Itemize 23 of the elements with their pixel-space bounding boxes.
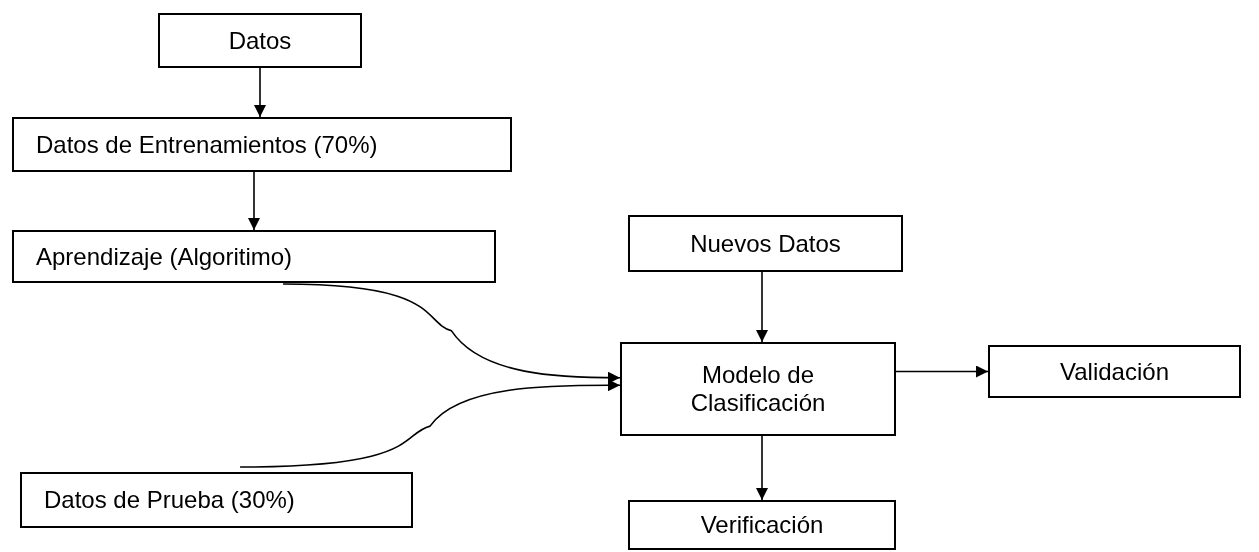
box-label: Verificación bbox=[700, 511, 824, 539]
arrow bbox=[248, 171, 260, 231]
arrow bbox=[254, 67, 266, 118]
box-label: Modelo de Clasificación bbox=[689, 361, 827, 417]
process-box bbox=[158, 13, 362, 68]
process-box bbox=[620, 342, 896, 436]
process-box bbox=[628, 215, 903, 272]
process-box bbox=[12, 117, 512, 172]
arrow bbox=[756, 435, 768, 501]
process-box bbox=[628, 500, 896, 550]
process-box bbox=[20, 472, 413, 528]
box-label: Validación bbox=[1060, 357, 1169, 386]
box-label: Nuevos Datos bbox=[690, 229, 841, 258]
arrow bbox=[239, 379, 621, 468]
box-label: Aprendizaje (Algoritimo) bbox=[36, 242, 293, 271]
arrow bbox=[756, 271, 768, 343]
box-label: Datos de Prueba (30%) bbox=[44, 486, 295, 514]
arrow bbox=[282, 283, 621, 384]
box-label: Datos de Entrenamientos (70%) bbox=[36, 130, 378, 159]
arrow bbox=[895, 365, 989, 378]
process-box bbox=[12, 230, 496, 283]
box-label: Datos bbox=[228, 26, 292, 55]
process-box bbox=[988, 345, 1241, 398]
